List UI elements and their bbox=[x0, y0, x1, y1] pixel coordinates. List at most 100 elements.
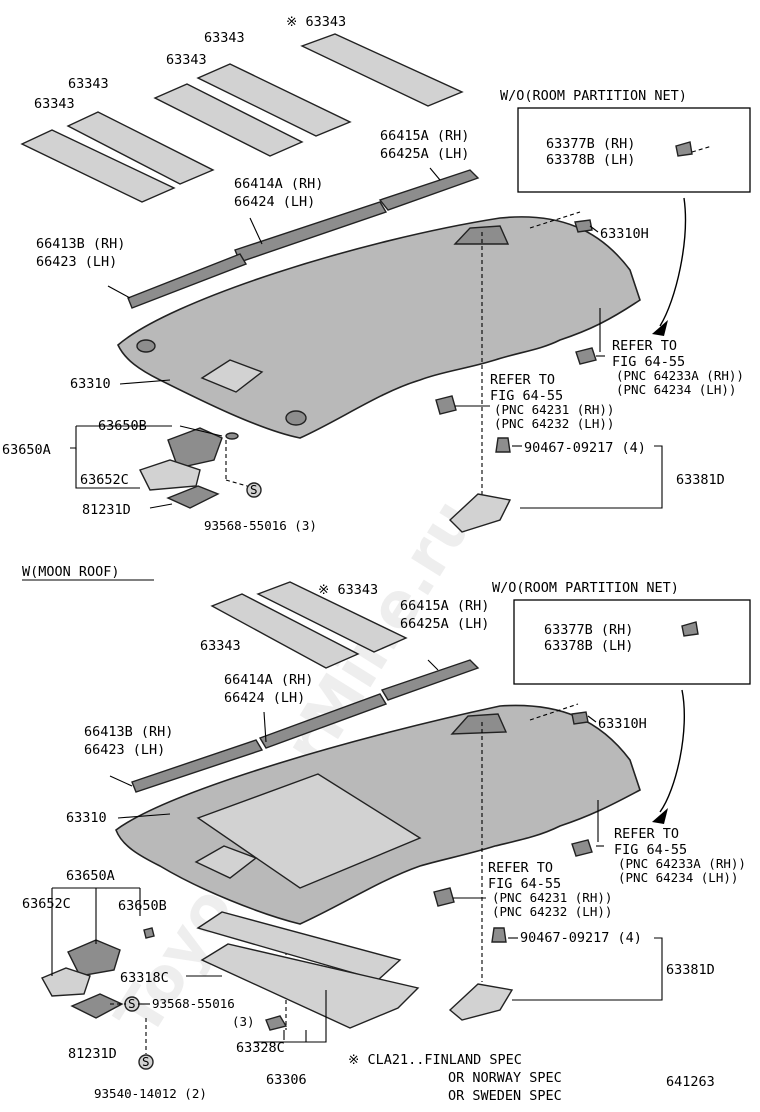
top-label-ref-a-4: (PNC 64234 (LH)) bbox=[616, 382, 736, 397]
bottom-label-shade-assy: 63306 bbox=[266, 1072, 307, 1088]
top-label-ref-a-2: FIG 64-55 bbox=[612, 354, 685, 370]
bottom-label-lamp-lens: 63650B bbox=[118, 898, 167, 914]
top-label-pad-b: 63343 bbox=[166, 52, 207, 68]
bottom-pad-1[interactable] bbox=[256, 581, 408, 653]
top-label-retainer-lh-c: 66423 (LH) bbox=[36, 254, 117, 270]
bottom-label-cover: 63381D bbox=[666, 962, 715, 978]
bottom-cover[interactable] bbox=[448, 983, 514, 1021]
bottom-label-lamp-housing: 63652C bbox=[22, 896, 71, 912]
bottom-label-retainer-lh-c: 66423 (LH) bbox=[84, 742, 165, 758]
bottom-lamp-cap[interactable] bbox=[143, 927, 155, 939]
bottom-label-ref-b-1: REFER TO bbox=[488, 860, 553, 876]
footnote-line-1: ※ CLA21..FINLAND SPEC bbox=[348, 1052, 522, 1068]
top-pad-5[interactable] bbox=[20, 129, 176, 203]
bottom-label-ref-a-3: (PNC 64233A (RH)) bbox=[618, 856, 746, 871]
top-label-ref-b-1: REFER TO bbox=[490, 372, 555, 388]
bottom-retainer-a[interactable] bbox=[380, 659, 480, 701]
bottom-lamp-bulb[interactable] bbox=[70, 993, 124, 1019]
bottom-label-retainer-lh-b: 66424 (LH) bbox=[224, 690, 305, 706]
top-label-partition-lh: 63378B (LH) bbox=[546, 152, 635, 168]
bottom-lamp-recess[interactable] bbox=[194, 845, 258, 879]
bottom-ref-clip-b[interactable] bbox=[433, 887, 455, 907]
top-label-partition-rh: 63377B (RH) bbox=[546, 136, 635, 152]
bottom-clip[interactable] bbox=[571, 711, 589, 725]
top-section: S ※ 63343 63343 63343 63343 bbox=[2, 14, 751, 533]
bottom-shade-assy[interactable] bbox=[200, 943, 420, 1029]
top-label-ref-a-3: (PNC 64233A (RH)) bbox=[616, 368, 744, 383]
bottom-pad-2[interactable] bbox=[210, 593, 360, 669]
top-retainer-c[interactable] bbox=[127, 253, 248, 309]
bottom-partition-clip[interactable] bbox=[681, 621, 699, 637]
top-label-clip: 63310H bbox=[600, 226, 649, 242]
top-pad-1[interactable] bbox=[300, 33, 464, 107]
top-lamp-recess[interactable] bbox=[200, 359, 264, 393]
bottom-bolt[interactable] bbox=[491, 927, 507, 943]
bottom-label-retainer-rh-c: 66413B (RH) bbox=[84, 724, 173, 740]
bottom-label-ref-b-2: FIG 64-55 bbox=[488, 876, 561, 892]
footnote-line-2: OR NORWAY SPEC bbox=[448, 1070, 562, 1086]
top-label-pad-mark: ※ 63343 bbox=[286, 14, 346, 30]
top-ref-clip-a[interactable] bbox=[575, 347, 597, 365]
top-label-bolt: 90467-09217 (4) bbox=[524, 440, 646, 456]
bottom-label-partition-title: W/O(ROOM PARTITION NET) bbox=[492, 580, 679, 596]
bottom-label-shade-knob: 63328C bbox=[236, 1040, 285, 1056]
bottom-label-screw-qty: (3) bbox=[232, 1014, 255, 1029]
top-partition-box bbox=[517, 107, 751, 193]
top-label-pad-a: 63343 bbox=[204, 30, 245, 46]
top-pad-2[interactable] bbox=[196, 63, 352, 137]
top-hole-front[interactable] bbox=[136, 339, 156, 353]
top-pad-3[interactable] bbox=[153, 83, 304, 157]
top-lamp-bulb[interactable] bbox=[166, 485, 220, 509]
top-ref-clip-b[interactable] bbox=[435, 395, 457, 415]
bottom-label-retainer-rh-b: 66414A (RH) bbox=[224, 672, 313, 688]
bottom-clip-dash bbox=[529, 703, 579, 721]
bottom-label-pad-a: 63343 bbox=[200, 638, 241, 654]
top-screw-icon[interactable] bbox=[246, 482, 262, 498]
top-label-retainer-rh-b: 66414A (RH) bbox=[234, 176, 323, 192]
top-label-ref-b-4: (PNC 64232 (LH)) bbox=[494, 416, 614, 431]
top-label-pad-c: 63343 bbox=[68, 76, 109, 92]
top-bolt[interactable] bbox=[495, 437, 511, 453]
top-label-pad-d: 63343 bbox=[34, 96, 75, 112]
bottom-label-ref-a-2: FIG 64-55 bbox=[614, 842, 687, 858]
bottom-retainer-c[interactable] bbox=[131, 739, 264, 793]
top-pad-4[interactable] bbox=[66, 111, 215, 185]
bottom-label-ref-b-4: (PNC 64232 (LH)) bbox=[492, 904, 612, 919]
bottom-lamp-housing[interactable] bbox=[41, 967, 91, 997]
footnote-line-3: OR SWEDEN SPEC bbox=[448, 1088, 562, 1104]
top-label-headlining: 63310 bbox=[70, 376, 111, 392]
top-partition-clip[interactable] bbox=[675, 141, 693, 157]
bottom-label-screw2: 93540-14012 (2) bbox=[94, 1086, 207, 1101]
top-label-retainer-rh-a: 66415A (RH) bbox=[380, 128, 469, 144]
bottom-label-ref-a-1: REFER TO bbox=[614, 826, 679, 842]
bottom-moonroof-opening[interactable] bbox=[196, 773, 422, 889]
bottom-screw2-icon[interactable] bbox=[138, 1054, 154, 1070]
top-lamp-housing[interactable] bbox=[139, 459, 201, 491]
top-label-lamp-bulb: 81231D bbox=[82, 502, 131, 518]
top-clip[interactable] bbox=[574, 219, 593, 233]
top-cover[interactable] bbox=[448, 493, 512, 533]
bottom-label-screw: 93568-55016 bbox=[152, 996, 235, 1011]
bottom-shade-knob[interactable] bbox=[265, 1015, 288, 1031]
bottom-roof-vent[interactable] bbox=[450, 713, 508, 735]
bottom-label-lamp-assy: 63650A bbox=[66, 868, 115, 884]
bottom-label-lamp-bulb: 81231D bbox=[68, 1046, 117, 1062]
top-label-partition-title: W/O(ROOM PARTITION NET) bbox=[500, 88, 687, 104]
bottom-retainer-b[interactable] bbox=[258, 693, 388, 749]
top-partition-arrowhead bbox=[652, 320, 668, 336]
bottom-partition-box bbox=[513, 599, 751, 685]
bottom-ref-clip-a[interactable] bbox=[571, 839, 593, 857]
bottom-label-headlining: 63310 bbox=[66, 810, 107, 826]
top-retainer-a[interactable] bbox=[378, 169, 480, 211]
top-partition-dash bbox=[691, 145, 713, 153]
top-lamp-cap[interactable] bbox=[225, 432, 239, 440]
top-label-lamp-lens: 63650B bbox=[98, 418, 147, 434]
top-label-lamp-housing: 63652C bbox=[80, 472, 129, 488]
top-label-retainer-rh-c: 66413B (RH) bbox=[36, 236, 125, 252]
bottom-label-retainer-lh-a: 66425A (LH) bbox=[400, 616, 489, 632]
bottom-section-title: W(MOON ROOF) bbox=[22, 564, 120, 580]
top-hole-rear[interactable] bbox=[285, 410, 307, 426]
bottom-shade-trim[interactable] bbox=[196, 911, 402, 981]
svg-text:S: S bbox=[250, 482, 258, 497]
